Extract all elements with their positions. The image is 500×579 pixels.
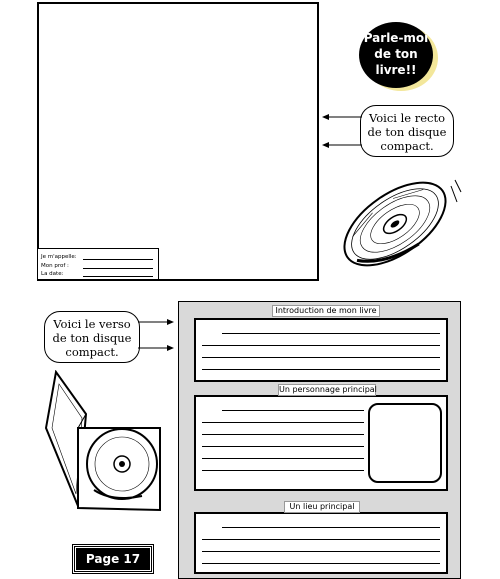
badge-line-3: livre!! bbox=[375, 63, 417, 77]
parle-moi-badge: Parle-moi de ton livre!! bbox=[359, 22, 433, 88]
writing-line[interactable] bbox=[222, 333, 440, 334]
writing-line[interactable] bbox=[222, 527, 440, 528]
name-label: Je m'appelle: bbox=[41, 254, 77, 260]
student-info-box: Je m'appelle: Mon prof : La date: bbox=[37, 248, 159, 280]
writing-line[interactable] bbox=[202, 470, 364, 471]
place-section-title: Un lieu principal bbox=[284, 501, 360, 513]
writing-line[interactable] bbox=[202, 563, 440, 564]
front-cover-box bbox=[37, 2, 319, 281]
front-arrows bbox=[322, 114, 362, 148]
teacher-field-line[interactable] bbox=[83, 268, 153, 269]
date-label: La date: bbox=[41, 271, 64, 277]
place-section-box bbox=[194, 512, 448, 574]
writing-line[interactable] bbox=[202, 357, 440, 358]
writing-line[interactable] bbox=[202, 446, 364, 447]
writing-line[interactable] bbox=[202, 539, 440, 540]
page-number-badge: Page 17 bbox=[72, 544, 154, 574]
back-callout-line-1: Voici le verso bbox=[53, 317, 131, 331]
back-callout-line-2: de ton disque bbox=[52, 331, 132, 345]
cd-case-icon bbox=[44, 370, 161, 512]
arrow-left-icon bbox=[322, 142, 362, 148]
arrow-right-icon bbox=[138, 345, 174, 351]
name-field-line[interactable] bbox=[83, 259, 153, 260]
front-callout-bubble: Voici le recto de ton disque compact. bbox=[360, 105, 454, 157]
writing-line[interactable] bbox=[202, 458, 364, 459]
arrow-right-icon bbox=[138, 319, 174, 325]
writing-line[interactable] bbox=[202, 422, 364, 423]
intro-section-title: Introduction de mon livre bbox=[272, 305, 380, 317]
back-callout-bubble: Voici le verso de ton disque compact. bbox=[44, 311, 140, 363]
date-field-line[interactable] bbox=[83, 276, 153, 277]
arrow-left-icon bbox=[322, 114, 362, 120]
writing-line[interactable] bbox=[222, 410, 364, 411]
teacher-label: Mon prof : bbox=[41, 263, 69, 269]
front-callout-line-2: de ton disque bbox=[367, 125, 447, 139]
writing-line[interactable] bbox=[202, 434, 364, 435]
back-arrows bbox=[138, 319, 174, 351]
back-callout-line-3: compact. bbox=[65, 345, 119, 359]
cd-disc-icon bbox=[343, 179, 462, 267]
intro-section-box bbox=[194, 318, 448, 382]
writing-line[interactable] bbox=[202, 551, 440, 552]
badge-line-1: Parle-moi bbox=[363, 31, 429, 45]
writing-line[interactable] bbox=[202, 345, 440, 346]
badge-line-2: de ton bbox=[374, 47, 418, 61]
character-section-title: Un personnage principal bbox=[278, 384, 377, 396]
character-portrait-frame[interactable] bbox=[368, 403, 442, 483]
front-callout-line-3: compact. bbox=[380, 139, 434, 153]
writing-line[interactable] bbox=[202, 369, 440, 370]
front-callout-line-1: Voici le recto bbox=[368, 111, 446, 125]
